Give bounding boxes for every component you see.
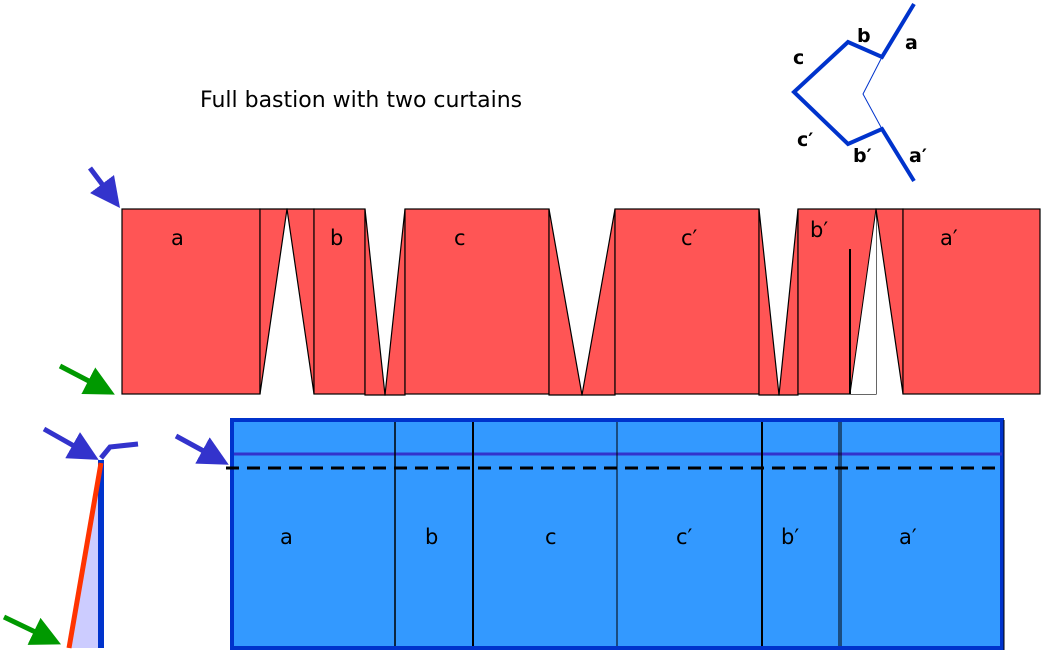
red-development: a b c c′ b′ a′ — [121, 208, 1041, 396]
face-a — [121, 208, 261, 395]
blue-label-c-prime: c′ — [676, 525, 693, 549]
parapet-stub — [99, 441, 139, 460]
red-label-a: a — [171, 226, 184, 250]
elevation-arrow-icon — [174, 433, 229, 465]
blue-elevation: a b c c′ b′ a′ — [226, 418, 1005, 650]
red-label-b-prime: b′ — [810, 218, 828, 242]
red-label-c: c — [454, 226, 466, 250]
blue-label-a: a — [280, 525, 293, 549]
taper-bp-right — [875, 208, 904, 395]
taper-cp-right — [778, 208, 799, 396]
diagram-title: Full bastion with two curtains — [200, 88, 522, 113]
profile-top-arrow-icon — [42, 426, 99, 460]
taper-cp-left — [758, 208, 780, 396]
curtain-c — [404, 208, 550, 395]
plan-label-c-prime: c′ — [797, 129, 813, 151]
curtain-c-prime — [614, 208, 760, 395]
taper-c-right — [581, 208, 616, 396]
bottom-edge-arrow-icon — [58, 363, 115, 395]
taper-a-right — [286, 208, 315, 395]
blue-label-b-prime: b′ — [781, 525, 799, 549]
profile-bottom-arrow-icon — [2, 614, 62, 645]
plan-label-b: b — [857, 25, 871, 47]
red-label-a-prime: a′ — [940, 226, 958, 250]
taper-b-left — [364, 208, 386, 396]
plan-label-b-prime: b′ — [853, 145, 872, 167]
plan-label-a-prime: a′ — [909, 145, 927, 167]
taper-a-left — [259, 208, 288, 395]
red-label-c-prime: c′ — [681, 226, 698, 250]
talus-line — [66, 462, 104, 649]
blue-label-b: b — [425, 525, 438, 549]
red-label-b: b — [330, 226, 343, 250]
plan-label-c: c — [793, 47, 804, 69]
blue-label-a-prime: a′ — [899, 525, 917, 549]
bastion-plan-icon: b a c c′ b′ a′ — [791, 2, 927, 183]
taper-b-right — [384, 208, 406, 396]
plan-label-a: a — [905, 32, 918, 54]
blue-label-c: c — [545, 525, 557, 549]
wall-profile — [66, 441, 139, 649]
top-edge-arrow-icon — [88, 166, 120, 208]
gorge-line — [862, 56, 883, 130]
taper-c-left — [548, 208, 583, 396]
face-a-prime — [902, 208, 1041, 395]
